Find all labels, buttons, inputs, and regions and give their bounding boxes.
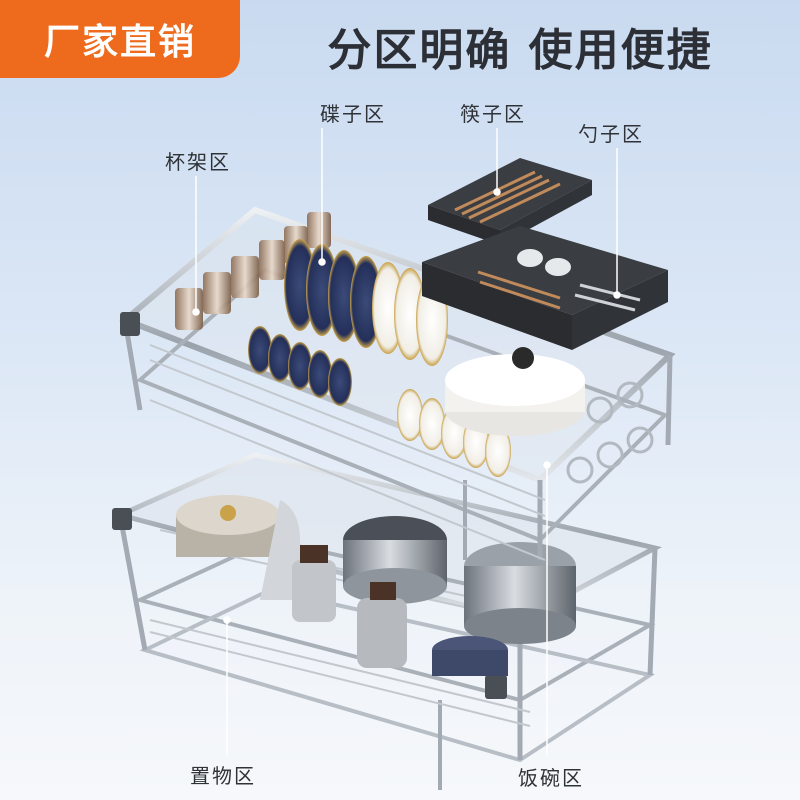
zone-label-storage: 置物区	[190, 764, 256, 788]
zone-label-spoons: 勺子区	[578, 122, 644, 146]
zone-label-cups: 杯架区	[165, 150, 231, 174]
factory-direct-badge: 厂家直销	[0, 0, 240, 78]
zone-leader-lines	[192, 128, 621, 755]
headline: 分区明确 使用便捷	[327, 25, 713, 76]
lower-basket	[112, 452, 663, 790]
upper-basket	[119, 206, 676, 561]
zone-label-plates: 碟子区	[320, 102, 386, 126]
zone-label-chopsticks: 筷子区	[460, 102, 526, 126]
zone-label-bowls: 饭碗区	[518, 766, 584, 790]
spoon-tray	[422, 226, 668, 350]
